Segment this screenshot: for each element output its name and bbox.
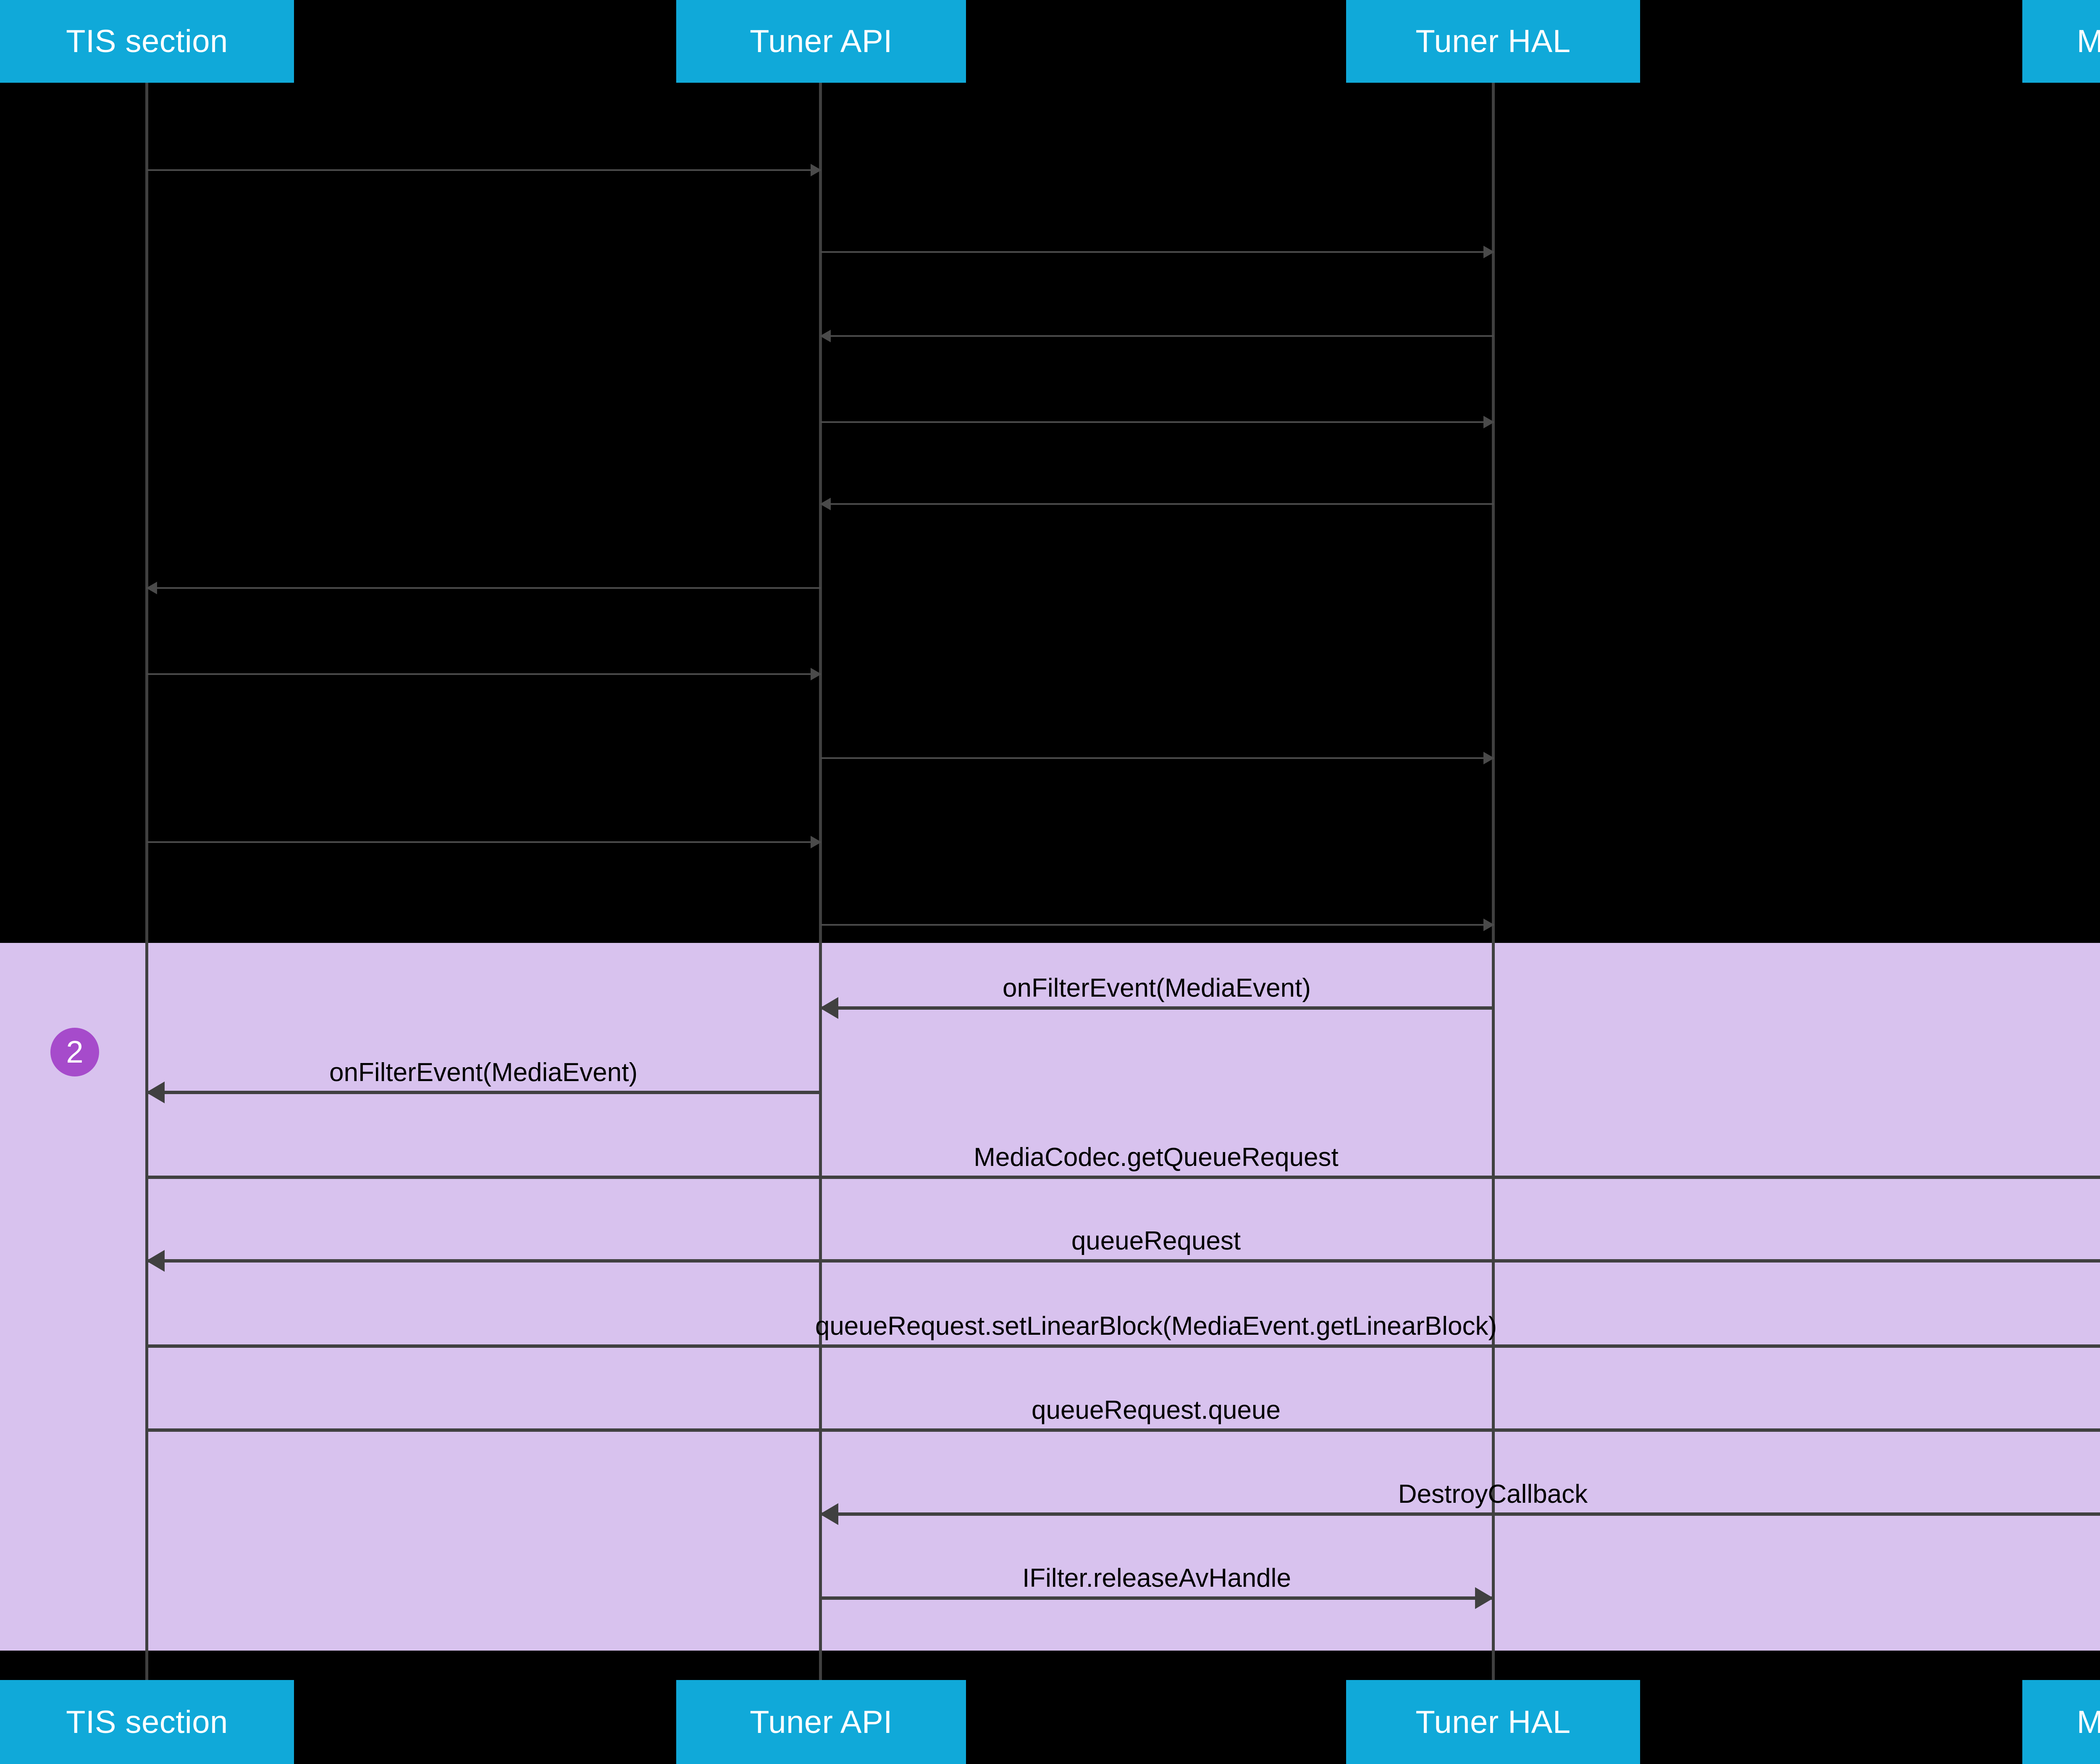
arrow-shaft (147, 1259, 2100, 1263)
participant-header-tis-section[interactable]: TIS section (0, 0, 294, 83)
arrowhead-left-icon (820, 1503, 838, 1525)
participant-footer-tis-section[interactable]: TIS section (0, 1680, 294, 1764)
message-label: onFilterEvent(MediaEvent) (329, 1058, 638, 1087)
arrowhead-right-icon (1475, 1587, 1494, 1609)
arrow-shaft (821, 924, 1494, 926)
arrowhead-left-icon (146, 1082, 165, 1103)
participant-label: TIS section (66, 24, 228, 59)
arrowhead-right-icon (1483, 752, 1494, 764)
arrow-shaft (821, 335, 1494, 337)
lifeline-tis-section (145, 83, 148, 1680)
message-label: IFilter.releaseAvHandle (1022, 1564, 1291, 1593)
arrowhead-right-icon (1483, 416, 1494, 428)
participant-label: MediaCodec (2076, 24, 2100, 59)
lifeline-tuner-api (819, 83, 822, 1680)
arrow-shaft (147, 169, 821, 171)
arrowhead-right-icon (1483, 246, 1494, 258)
message-label: queueRequest.setLinearBlock(MediaEvent.g… (815, 1312, 1497, 1341)
participant-footer-tuner-api[interactable]: Tuner API (676, 1680, 966, 1764)
arrow-shaft (147, 673, 821, 675)
participant-label: Tuner API (750, 1704, 892, 1740)
arrowhead-right-icon (1483, 919, 1494, 931)
participant-label: MediaCodec (2076, 1704, 2100, 1740)
message-label: onFilterEvent(MediaEvent) (1003, 974, 1311, 1003)
arrow-shaft (821, 503, 1494, 505)
arrow-shaft (821, 1006, 1493, 1010)
arrowhead-right-icon (811, 164, 822, 176)
message-label: queueRequest.queue (1032, 1396, 1281, 1425)
participant-label: Tuner API (750, 24, 892, 59)
arrow-shaft (147, 841, 821, 843)
arrow-shaft (147, 1176, 2100, 1179)
arrow-shaft (821, 421, 1494, 423)
message-label: queueRequest (1071, 1226, 1241, 1255)
message-label: DestroyCallback (1398, 1480, 1588, 1509)
arrowhead-right-icon (811, 668, 822, 680)
participant-footer-mediacodec[interactable]: MediaCodec (2022, 1680, 2100, 1764)
lifeline-tuner-hal (1492, 83, 1495, 1680)
arrowhead-left-icon (820, 330, 831, 342)
arrow-shaft (821, 1596, 1493, 1600)
arrow-shaft (147, 587, 821, 589)
participant-footer-tuner-hal[interactable]: Tuner HAL (1346, 1680, 1640, 1764)
highlight-region-step-2 (0, 943, 2100, 1651)
arrowhead-left-icon (146, 1250, 165, 1272)
arrow-shaft (821, 251, 1494, 253)
participant-label: Tuner HAL (1415, 24, 1571, 59)
arrow-shaft (821, 1512, 2100, 1516)
participant-header-tuner-hal[interactable]: Tuner HAL (1346, 0, 1640, 83)
arrow-shaft (147, 1344, 2100, 1348)
arrowhead-right-icon (811, 836, 822, 848)
arrow-shaft (147, 1091, 820, 1094)
arrow-shaft (821, 757, 1494, 759)
participant-header-tuner-api[interactable]: Tuner API (676, 0, 966, 83)
arrow-shaft (147, 1428, 2100, 1432)
arrowhead-left-icon (820, 997, 838, 1019)
step-badge-2: 2 (50, 1028, 99, 1076)
arrowhead-left-icon (146, 582, 157, 594)
arrowhead-left-icon (820, 498, 831, 510)
message-label: MediaCodec.getQueueRequest (974, 1143, 1339, 1172)
participant-header-mediacodec[interactable]: MediaCodec (2022, 0, 2100, 83)
participant-label: TIS section (66, 1704, 228, 1740)
participant-label: Tuner HAL (1415, 1704, 1571, 1740)
